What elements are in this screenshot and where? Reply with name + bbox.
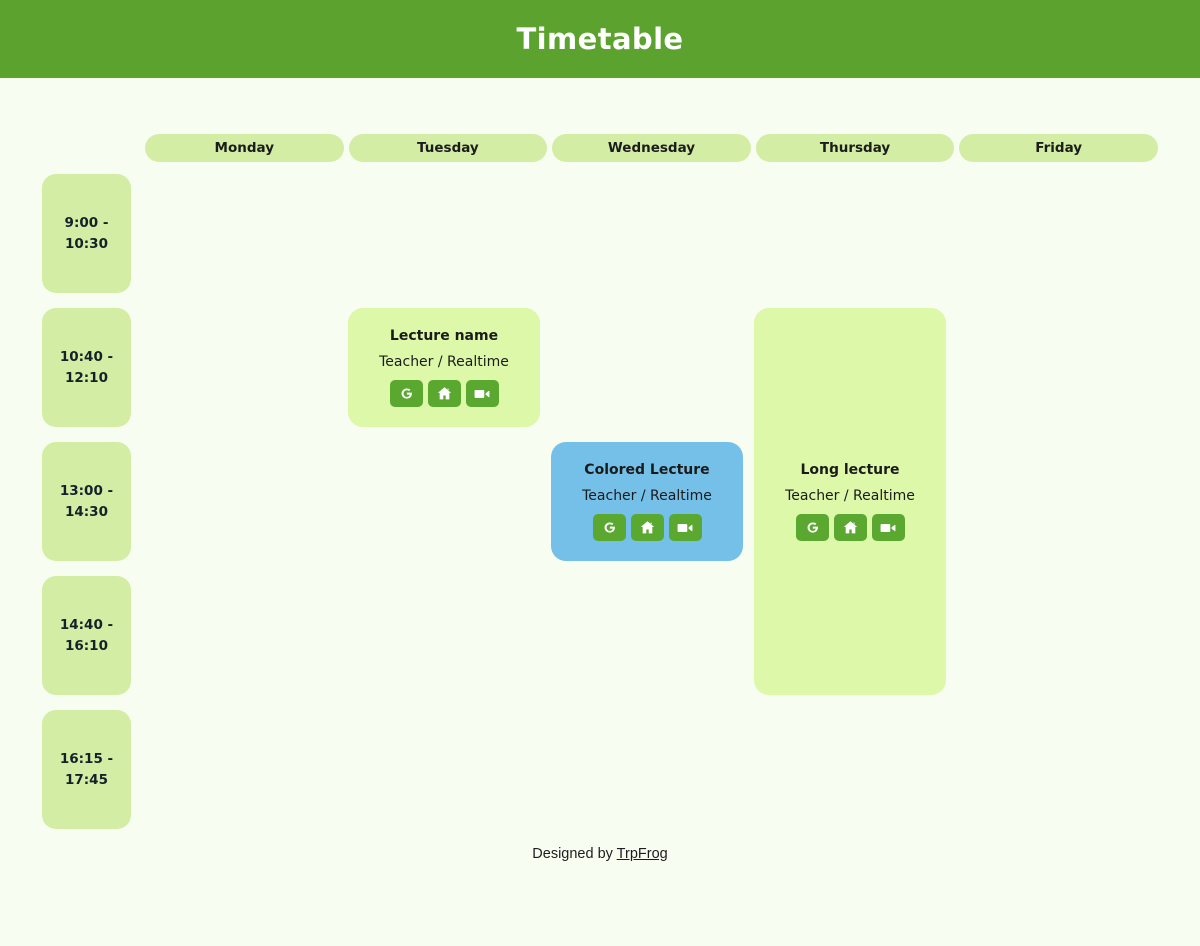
time-slot-end: 17:45 <box>65 771 108 788</box>
video-camera-icon <box>676 519 694 537</box>
timetable-container: Monday Tuesday Wednesday Thursday Friday… <box>0 78 1200 884</box>
lecture-title: Long lecture <box>800 462 900 478</box>
time-slot-5: 16:15 - 17:45 <box>42 710 131 829</box>
lecture-card-lecture-name[interactable]: Lecture name Teacher / Realtime <box>348 308 540 427</box>
footer-credit-text: Designed by <box>532 846 617 862</box>
day-column-tuesday: Lecture name Teacher / Realtime <box>348 174 546 844</box>
day-header-row: Monday Tuesday Wednesday Thursday Friday <box>145 134 1158 162</box>
page-header: Timetable <box>0 0 1200 78</box>
day-label: Friday <box>1035 140 1083 156</box>
video-camera-icon-button[interactable] <box>465 380 499 407</box>
time-slot-end: 10:30 <box>65 235 108 252</box>
video-camera-icon <box>473 385 491 403</box>
lecture-icon-row <box>592 514 702 541</box>
lecture-cards-area: Lecture name Teacher / Realtime <box>145 174 1158 844</box>
time-slot-3: 13:00 - 14:30 <box>42 442 131 561</box>
google-icon <box>601 519 618 536</box>
home-icon <box>436 385 453 402</box>
day-label: Tuesday <box>417 140 479 156</box>
time-slot-4: 14:40 - 16:10 <box>42 576 131 695</box>
lecture-teacher: Teacher / Realtime <box>582 488 712 504</box>
google-icon-button[interactable] <box>592 514 626 541</box>
lecture-card-colored-lecture[interactable]: Colored Lecture Teacher / Realtime <box>551 442 743 561</box>
day-header-monday[interactable]: Monday <box>145 134 344 162</box>
timetable-grid: Monday Tuesday Wednesday Thursday Friday… <box>42 134 1158 854</box>
time-slot-2: 10:40 - 12:10 <box>42 308 131 427</box>
time-slot-start: 10:40 - <box>59 348 114 365</box>
video-camera-icon <box>879 519 897 537</box>
page-title: Timetable <box>516 22 684 56</box>
day-label: Monday <box>214 140 275 156</box>
home-icon-button[interactable] <box>833 514 867 541</box>
time-slot-end: 12:10 <box>65 369 108 386</box>
lecture-teacher: Teacher / Realtime <box>379 354 509 370</box>
time-slot-start: 9:00 - <box>64 214 109 231</box>
video-camera-icon-button[interactable] <box>871 514 905 541</box>
lecture-icon-row <box>389 380 499 407</box>
footer-author-link[interactable]: TrpFrog <box>616 846 668 862</box>
day-header-thursday[interactable]: Thursday <box>755 134 955 162</box>
lecture-title: Colored Lecture <box>584 462 710 478</box>
lecture-icon-row <box>795 514 905 541</box>
page-footer: Designed by TrpFrog <box>0 846 1200 862</box>
time-slot-start: 14:40 - <box>59 616 114 633</box>
lecture-teacher: Teacher / Realtime <box>785 488 915 504</box>
time-slot-1: 9:00 - 10:30 <box>42 174 131 293</box>
day-label: Wednesday <box>607 140 696 156</box>
day-header-wednesday[interactable]: Wednesday <box>552 134 751 162</box>
home-icon-button[interactable] <box>427 380 461 407</box>
time-slot-end: 16:10 <box>65 637 108 654</box>
day-header-tuesday[interactable]: Tuesday <box>348 134 548 162</box>
home-icon <box>639 519 656 536</box>
day-column-monday <box>145 174 343 844</box>
day-column-friday <box>957 174 1155 844</box>
lecture-card-long-lecture[interactable]: Long lecture Teacher / Realtime <box>754 308 946 695</box>
time-slot-end: 14:30 <box>65 503 108 520</box>
time-slot-column: 9:00 - 10:30 10:40 - 12:10 13:00 - 14:30… <box>42 174 131 844</box>
day-column-thursday: Long lecture Teacher / Realtime <box>754 174 952 844</box>
home-icon-button[interactable] <box>630 514 664 541</box>
day-column-wednesday: Colored Lecture Teacher / Realtime <box>551 174 749 844</box>
google-icon-button[interactable] <box>389 380 423 407</box>
time-slot-start: 16:15 - <box>59 750 114 767</box>
video-camera-icon-button[interactable] <box>668 514 702 541</box>
google-icon <box>398 385 415 402</box>
time-slot-start: 13:00 - <box>59 482 114 499</box>
day-header-friday[interactable]: Friday <box>959 134 1158 162</box>
home-icon <box>842 519 859 536</box>
google-icon-button[interactable] <box>795 514 829 541</box>
google-icon <box>804 519 821 536</box>
lecture-title: Lecture name <box>389 328 499 344</box>
day-label: Thursday <box>819 140 891 156</box>
